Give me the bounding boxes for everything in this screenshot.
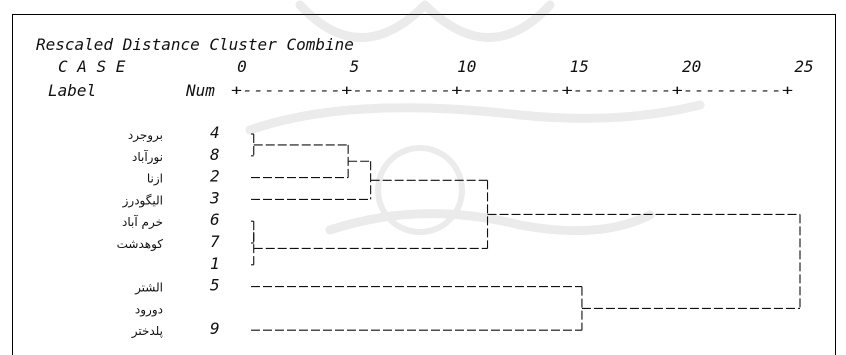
tick-label: 15 [570,57,589,76]
leaf-number: 5 [210,276,220,295]
tick-label: 25 [794,57,813,76]
leaf-number: 4 [210,123,220,142]
leaf-label: کوهدشت [117,237,164,252]
dendrogram-chart: Rescaled Distance Cluster Combine C A S … [36,35,814,339]
axis-tick-labels: 0 5 10 15 20 25 [237,57,813,76]
leaf-label: پلدختر [131,324,163,339]
tick-label: 20 [682,57,701,76]
leaf-label: اليگودرز [122,193,163,208]
chart-title: Rescaled Distance Cluster Combine [36,35,354,54]
watermark-circle [375,145,465,235]
leaf-number: 6 [210,210,220,229]
axis-ruler: +---------+---------+---------+---------… [231,83,793,99]
dendrogram-links [251,133,801,331]
num-column-header: Num [185,81,215,100]
plot-frame [12,14,836,355]
tick-label: 5 [350,57,360,76]
leaf-label: دورود [135,302,163,317]
leaf-label: الشتر [134,281,163,296]
leaf-number: 3 [209,188,220,207]
tick-label: 10 [457,57,476,76]
watermark-script-line-1 [245,100,705,135]
case-header: C A S E [58,57,126,76]
leaf-number: 9 [210,319,220,338]
leaf-label: خرم آباد [122,214,163,230]
leaf-number: 2 [210,167,220,186]
leaf-numbers: 4 8 2 3 6 7 1 5 9 [209,123,220,338]
leaf-label: ازنا [147,172,163,187]
watermark-emblem-left [295,0,430,42]
label-column-header: Label [48,81,96,100]
leaf-labels: بروجرد نورآباد ازنا اليگودرز خرم آباد کوهدشت ا… [117,128,164,339]
tick-label: 0 [237,57,247,76]
leaf-label: بروجرد [128,128,163,143]
leaf-label: نورآباد [132,149,163,165]
leaf-number: 1 [210,254,220,273]
watermark [245,0,705,236]
watermark-script-line-2 [325,209,655,236]
watermark-emblem-right [420,0,555,42]
leaf-number: 7 [210,232,220,251]
leaf-number: 8 [210,145,220,164]
